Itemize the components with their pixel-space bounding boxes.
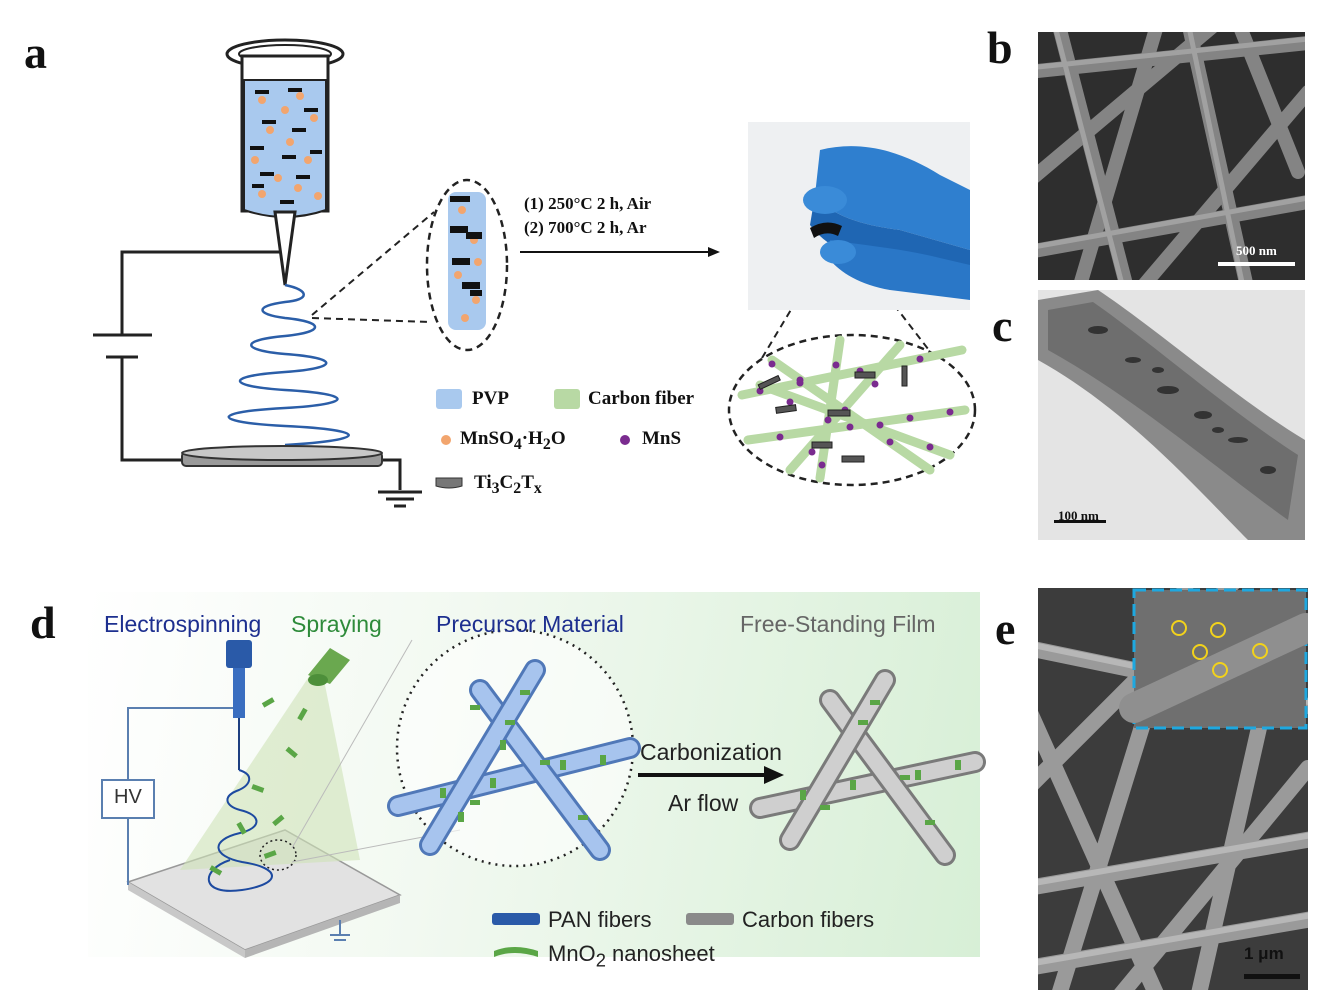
carbonization-label: Carbonization xyxy=(640,739,782,765)
legend-mno2: MnO2 nanosheet xyxy=(548,941,715,971)
sem-image-e xyxy=(1038,588,1308,990)
panel-letter-c: c xyxy=(992,300,1013,351)
legend-d-swatches xyxy=(492,913,734,957)
process-step-2: (2) 700°C 2 h, Ar xyxy=(524,218,647,237)
tem-image-c xyxy=(1038,290,1305,540)
scale-label-e: 1 μm xyxy=(1244,944,1284,963)
scale-label-b: 500 nm xyxy=(1236,243,1277,258)
header-precursor: Precursor Material xyxy=(436,611,624,637)
panel-letter-e: e xyxy=(995,603,1016,654)
legend-mnso4: MnSO4·H2O xyxy=(460,428,566,453)
panel-a-schematic xyxy=(93,38,977,508)
legend-pvp: PVP xyxy=(472,388,509,409)
legend-carbon-fiber: Carbon fiber xyxy=(588,388,695,409)
film-photo xyxy=(748,122,970,310)
collector-plate xyxy=(181,445,383,467)
syringe-icon xyxy=(225,38,345,286)
legend-carbon-fibers: Carbon fibers xyxy=(742,907,875,932)
process-arrow xyxy=(520,247,720,257)
sem-image-b xyxy=(1038,32,1305,280)
scale-label-c: 100 nm xyxy=(1058,508,1099,523)
panel-d-schematic xyxy=(101,628,986,958)
hv-box xyxy=(101,779,155,819)
polymer-jet-d xyxy=(207,769,273,892)
hv-label: HV xyxy=(114,786,142,808)
needle-icon xyxy=(226,640,252,770)
header-free-standing-film: Free-Standing Film xyxy=(740,611,936,637)
panel-letter-d: d xyxy=(30,597,56,648)
panel-letter-a: a xyxy=(24,27,47,78)
legend-pan-fibers: PAN fibers xyxy=(548,907,652,932)
panel-letter-b: b xyxy=(987,22,1013,73)
legend-mns: MnS xyxy=(642,428,682,449)
process-step-1: (1) 250°C 2 h, Air xyxy=(524,194,652,213)
fiber-zoom-inset xyxy=(425,178,509,352)
spray-nozzle-icon xyxy=(308,648,350,686)
polymer-jet xyxy=(227,283,350,447)
legend-ti3c2tx: Ti3C2Tx xyxy=(474,472,542,497)
carbon-network-inset xyxy=(727,333,977,487)
pan-fibers-structure xyxy=(387,659,641,861)
legend-a-swatches xyxy=(435,389,630,489)
ar-flow-label: Ar flow xyxy=(668,790,739,816)
carbonization-arrow xyxy=(638,766,784,784)
header-spraying: Spraying xyxy=(291,611,382,637)
header-electrospinning: Electrospinning xyxy=(104,611,262,637)
circuit-wires xyxy=(93,250,422,508)
carbon-fibers-structure xyxy=(749,669,986,866)
